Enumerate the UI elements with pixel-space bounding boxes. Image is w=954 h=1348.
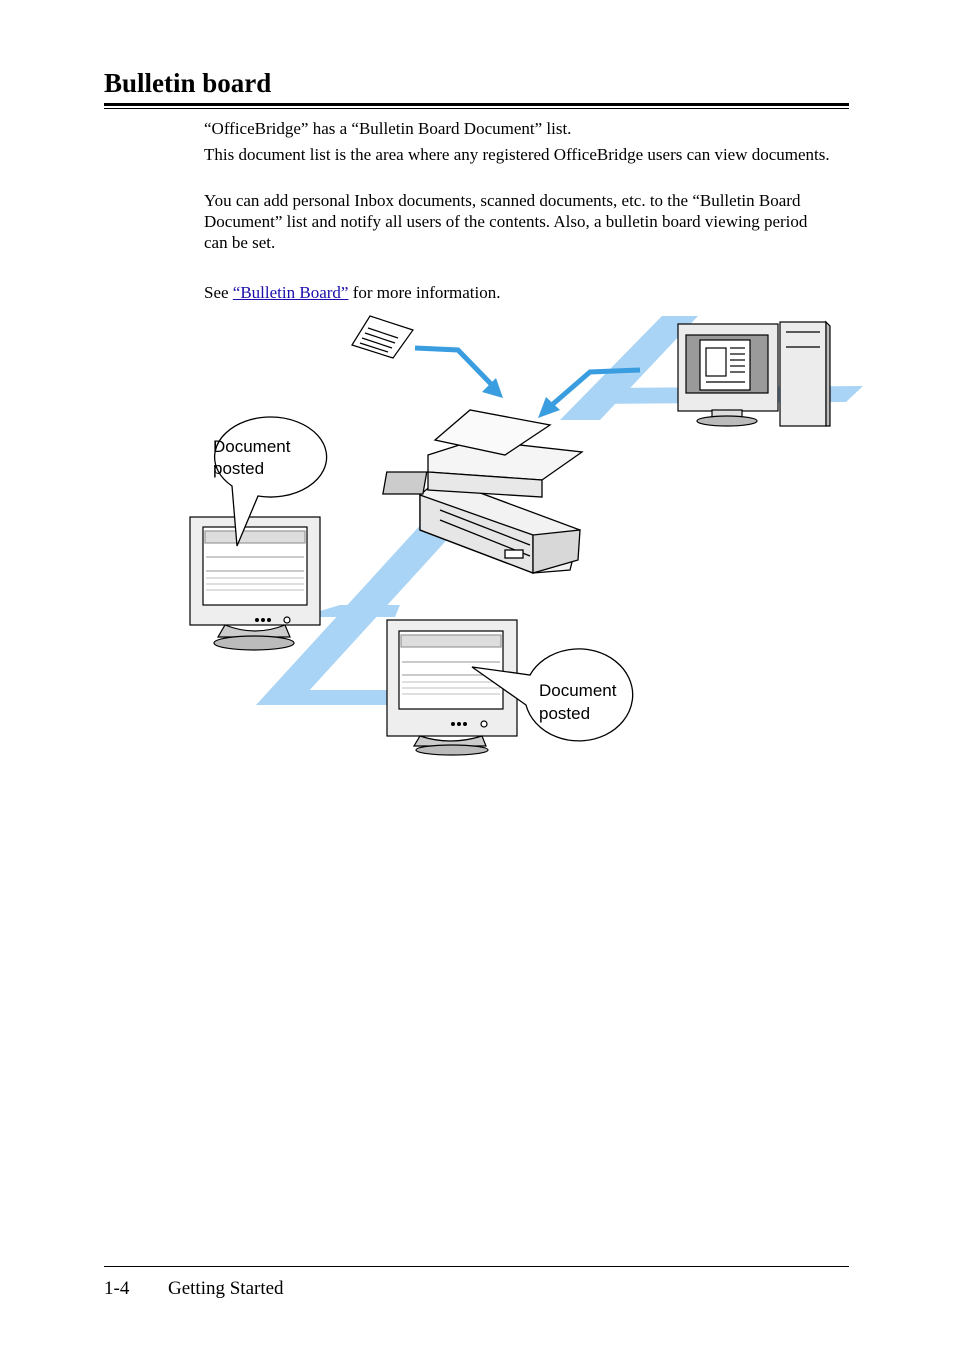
bulletin-board-link[interactable]: “Bulletin Board” <box>232 283 349 302</box>
page-number: 1-4 <box>104 1278 130 1299</box>
monitor-bottom-icon <box>386 619 518 756</box>
multifunction-printer-icon <box>382 409 584 574</box>
network-illustration: Document posted Document posted <box>189 315 863 756</box>
see-prefix: See <box>204 283 233 302</box>
paragraph-see-more: See “Bulletin Board” for more informatio… <box>204 282 834 303</box>
callout-left: Document posted <box>213 416 328 547</box>
heading-rule-thin <box>104 108 849 109</box>
page-heading: Bulletin board <box>104 68 272 98</box>
callout-left-line1: Document <box>213 437 291 456</box>
paragraph-intro: “OfficeBridge” has a “Bulletin Board Doc… <box>204 119 572 138</box>
desktop-pc-icon <box>677 320 831 427</box>
paragraph-add-documents: You can add personal Inbox documents, sc… <box>204 191 808 252</box>
arrow-head-left <box>482 378 503 398</box>
paragraph-document-list: This document list is the area where any… <box>204 145 830 164</box>
arrow-icons <box>414 345 641 406</box>
callout-right-line2: posted <box>539 704 590 723</box>
footer-rule <box>104 1266 849 1267</box>
callout-right-line1: Document <box>539 681 617 700</box>
monitor-left-icon <box>189 516 321 651</box>
arrow-head-right <box>538 397 560 418</box>
footer-section-title: Getting Started <box>168 1278 284 1299</box>
document-icon <box>351 315 414 359</box>
heading-rule-thick <box>104 103 849 106</box>
callout-left-line2: posted <box>213 459 264 478</box>
see-suffix: for more information. <box>348 283 501 302</box>
callout-right: Document posted <box>471 648 634 742</box>
